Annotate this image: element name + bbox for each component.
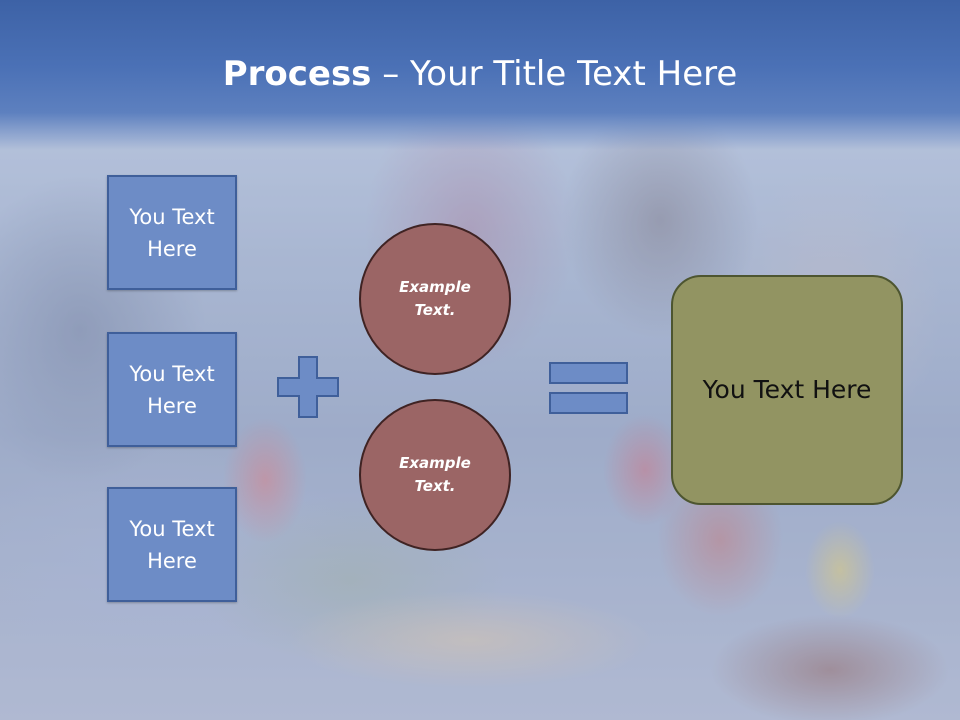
- example-circle-2-label: Example Text.: [399, 454, 471, 495]
- input-box-1: You Text Here: [107, 175, 237, 290]
- result-box: You Text Here: [671, 275, 903, 505]
- plus-sign-icon: [277, 356, 339, 418]
- slide-title-rest: – Your Title Text Here: [371, 54, 738, 94]
- slide-title: Process – Your Title Text Here: [0, 52, 960, 96]
- example-circle-1: Example Text.: [359, 223, 511, 375]
- example-circle-1-label: Example Text.: [399, 278, 471, 319]
- result-box-label: You Text Here: [702, 375, 872, 404]
- example-circle-2: Example Text.: [359, 399, 511, 551]
- equals-sign-icon: [549, 362, 628, 414]
- input-box-1-label: You Text Here: [129, 204, 215, 261]
- title-band: [0, 0, 960, 150]
- input-box-3-label: You Text Here: [129, 516, 215, 573]
- input-box-2-label: You Text Here: [129, 361, 215, 418]
- slide-title-bold: Process: [222, 54, 372, 94]
- input-box-3: You Text Here: [107, 487, 237, 602]
- input-box-2: You Text Here: [107, 332, 237, 447]
